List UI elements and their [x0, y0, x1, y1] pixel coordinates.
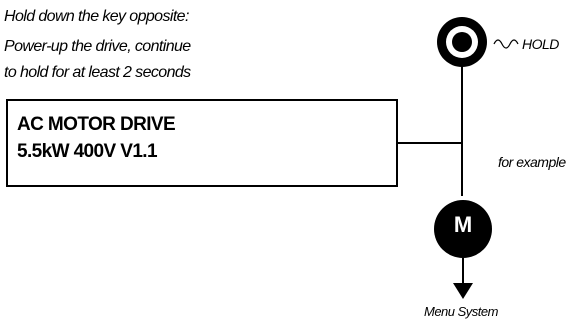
instruction-line-2: Power-up the drive, continue [4, 38, 191, 55]
drive-display: AC MOTOR DRIVE 5.5kW 400V V1.1 [6, 99, 398, 187]
display-line-2: 5.5kW 400V V1.1 [17, 141, 158, 162]
hold-label: HOLD [522, 36, 559, 52]
instruction-line-1: Hold down the key opposite: [4, 8, 189, 25]
hold-wave [493, 39, 519, 49]
menu-system-label: Menu System [424, 304, 498, 319]
m-key-label: M [453, 212, 473, 237]
arrow-down-icon [453, 283, 473, 299]
instruction-line-3: to hold for at least 2 seconds [4, 64, 191, 81]
display-line-1: AC MOTOR DRIVE [17, 114, 176, 135]
m-key-icon[interactable] [434, 200, 492, 258]
example-label: for example [498, 154, 566, 170]
stop-key-icon[interactable] [437, 17, 487, 67]
